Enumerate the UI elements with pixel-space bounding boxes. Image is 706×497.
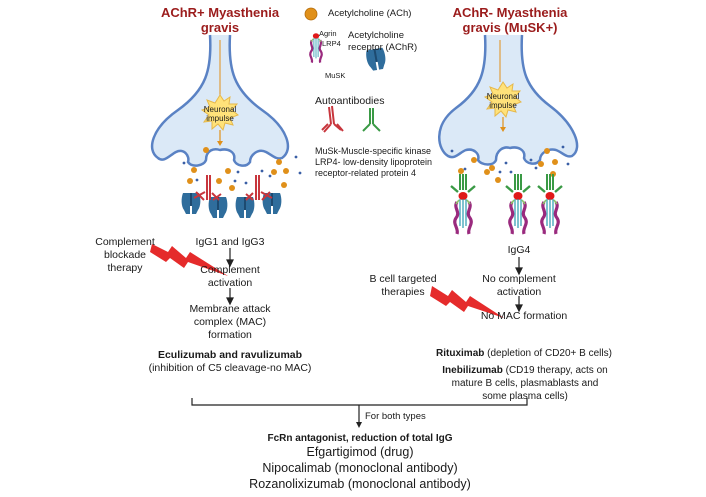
left-step3-line3: formation — [208, 329, 252, 341]
left-receptor-row — [181, 175, 282, 218]
left-drug-name: Eculizumab and ravulizumab — [157, 349, 303, 361]
legend-achr-label: Acetylcholine receptor (AChR) — [348, 30, 417, 54]
right-flow-no-complement: No complement activation — [464, 273, 574, 299]
left-acetylcholine-molecules — [187, 147, 289, 191]
right-therapy-line2: therapies — [381, 286, 425, 298]
right-panel-title: AChR- Myasthenia gravis (MuSK+) — [430, 5, 590, 35]
fcrn-drug-nipocalimab: Nipocalimab (monoclonal antibody) — [262, 461, 458, 475]
right-title-line1: AChR- Myasthenia — [452, 5, 568, 20]
left-therapy-label: Complement blockade therapy — [80, 236, 170, 275]
left-drug-note: (inhibition of C5 cleavage-no MAC) — [148, 362, 312, 374]
left-step2-line1: Complement — [200, 264, 260, 276]
left-title-line2: gravis — [200, 20, 240, 35]
right-nerve-terminal — [438, 34, 579, 166]
fcrn-drug-efgartigimod: Efgartigimod (drug) — [306, 445, 414, 459]
legend-achr-line1: Acetylcholine — [348, 30, 404, 41]
left-drug-block: Eculizumab and ravulizumab (inhibition o… — [130, 349, 330, 375]
left-small-molecules — [182, 155, 302, 185]
left-neuronal-impulse-label: Neuronal impulse — [195, 105, 245, 123]
right-drug1-note: (depletion of CD20+ B cells) — [484, 348, 612, 359]
right-acetylcholine-molecules — [458, 148, 558, 183]
left-step3-line2: complex (MAC) — [193, 316, 267, 328]
fcrn-heading: FcRn antagonist, reduction of total IgG — [267, 433, 453, 444]
right-musk-complex-row — [449, 172, 564, 236]
left-nerve-terminal — [150, 34, 290, 167]
left-neuron-label-line1: Neuronal — [203, 105, 237, 114]
legend-autoantibodies-label: Autoantibodies — [315, 95, 385, 107]
left-therapy-line1: Complement — [95, 236, 155, 248]
legend-abbr-lrp4-line2: receptor-related protein 4 — [315, 168, 417, 178]
right-neuron-label-line1: Neuronal — [486, 92, 520, 101]
right-step2-line2: activation — [496, 286, 542, 298]
green-antibody-legend-icon — [362, 108, 381, 132]
left-therapy-line2: blockade — [103, 249, 147, 261]
left-panel-title: AChR+ Myasthenia gravis — [130, 5, 310, 35]
right-drug2-note-line2: mature B cells, plasmablasts and — [451, 378, 599, 389]
for-both-types-label: For both types — [365, 411, 426, 422]
left-title-line1: AChR+ Myasthenia — [160, 5, 280, 20]
right-neuron-label-line2: impulse — [489, 101, 517, 110]
legend-abbr-lrp4-line1: LRP4- low-density lipoprotein — [315, 157, 433, 167]
right-step2-line1: No complement — [482, 273, 556, 285]
left-step3-line1: Membrane attack — [189, 303, 271, 315]
right-therapy-label: B cell targeted therapies — [358, 273, 448, 299]
legend-ach-label: Acetylcholine (ACh) — [328, 8, 412, 19]
down-arrow-icon — [356, 422, 362, 428]
left-step2-line2: activation — [207, 277, 253, 289]
fcrn-drug-rozanolixizumab: Rozanolixizumab (monoclonal antibody) — [249, 477, 471, 491]
left-therapy-line3: therapy — [107, 262, 143, 274]
right-drug2-note-line1: (CD19 therapy, acts on — [502, 365, 608, 376]
left-lightning-icon — [150, 244, 228, 276]
left-flow-igg1-igg3: IgG1 and IgG3 — [195, 236, 265, 248]
right-drug2-name: Inebilizumab — [442, 365, 503, 376]
legend-agrin-label: Agrin — [319, 29, 337, 38]
right-flow-arrows — [515, 257, 523, 313]
red-antibody-legend-icon — [321, 105, 344, 133]
left-neuron-label-line2: impulse — [206, 114, 234, 123]
both-types-bracket — [191, 398, 528, 424]
legend-abbr-musk: MuSk-Muscle-specific kinase — [315, 146, 432, 156]
right-title-line2: gravis (MuSK+) — [462, 20, 558, 35]
right-drug2-note-line3: some plasma cells) — [482, 391, 568, 402]
right-therapy-line1: B cell targeted — [369, 273, 437, 285]
right-flow-igg4: IgG4 — [507, 244, 531, 256]
acetylcholine-legend-icon — [304, 7, 318, 21]
right-lightning-icon — [430, 286, 504, 318]
left-flow-mac-formation: Membrane attack complex (MAC) formation — [170, 303, 290, 342]
left-flow-arrows — [226, 248, 234, 306]
right-drug1-name: Rituximab — [436, 348, 485, 359]
right-flow-no-mac: No MAC formation — [480, 310, 568, 322]
legend-musk-label: MuSK — [325, 71, 346, 80]
right-drug1: Rituximab (depletion of CD20+ B cells) — [424, 347, 624, 360]
legend-lrp4-label: LRP4 — [322, 39, 341, 48]
legend-achr-line2: receptor (AChR) — [348, 42, 418, 53]
right-drug2: Inebilizumab (CD19 therapy, acts on matu… — [430, 364, 620, 403]
right-small-molecules — [450, 145, 570, 174]
legend-abbreviations: MuSk-Muscle-specific kinase LRP4- low-de… — [315, 146, 432, 179]
right-neuronal-impulse-label: Neuronal impulse — [478, 92, 528, 110]
left-flow-complement-activation: Complement activation — [180, 264, 280, 290]
